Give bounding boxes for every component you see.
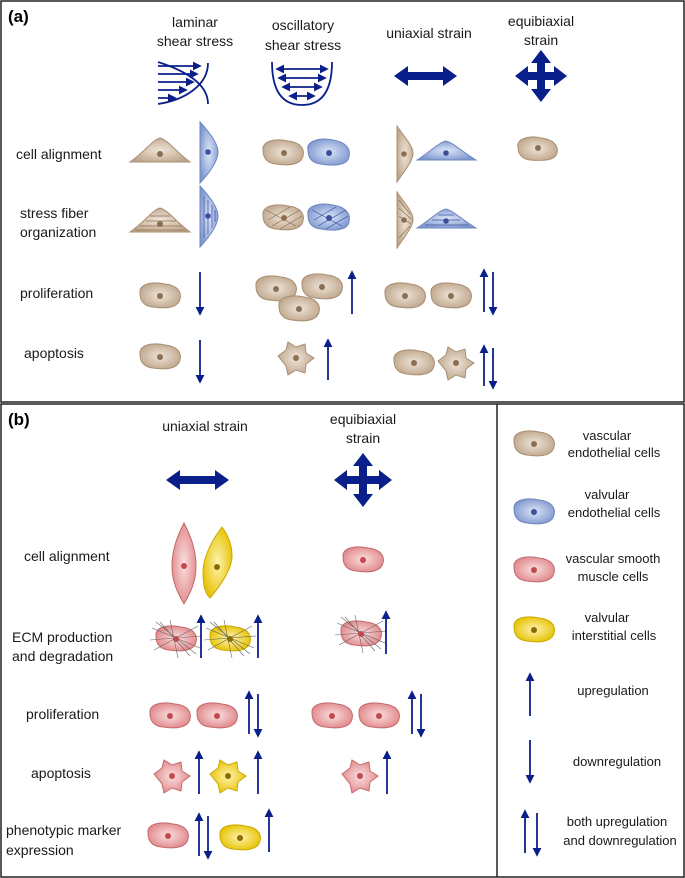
legend-valvular-endothelial-line2: endothelial cells [568, 505, 661, 520]
cell-nucleus [448, 293, 454, 299]
cell-nucleus [531, 627, 537, 633]
legend-vascular-endothelial-line1: vascular [583, 428, 632, 443]
row-proliferation-b: proliferation [26, 706, 99, 722]
row-phenotypic-line2: expression [6, 842, 74, 858]
stress-fiber-cell-uniaxial-vec [396, 190, 414, 250]
legend-valvular-interstitial-line1: valvular [585, 610, 630, 625]
cell-nucleus [443, 150, 449, 156]
ecm-valvular-interstitial-cell [203, 619, 257, 659]
stress-fiber-cell-laminar-vec [128, 207, 192, 233]
cell-nucleus [531, 441, 537, 447]
cell-nucleus [214, 713, 220, 719]
laminar-shear-icon [157, 61, 209, 105]
col-oscillatory-line1: oscillatory [272, 17, 334, 33]
cell-nucleus [531, 567, 537, 573]
equibiaxial-arrow-icon-a [515, 50, 567, 102]
cell-nucleus [169, 773, 175, 779]
cell-nucleus [165, 833, 171, 839]
cell-nucleus [157, 354, 163, 360]
panel-b-label: (b) [8, 410, 30, 429]
row-cell-alignment-b: cell alignment [24, 548, 110, 564]
cell-nucleus [157, 151, 163, 157]
cell-nucleus [326, 150, 332, 156]
oscillatory-shear-icon [271, 61, 333, 106]
legend-upregulation-label: upregulation [577, 683, 649, 698]
cell-nucleus [167, 713, 173, 719]
row-stress-fiber-line1: stress fiber [20, 205, 89, 221]
cell-nucleus [453, 360, 459, 366]
cell-nucleus [360, 557, 366, 563]
cell-nucleus [205, 149, 211, 155]
legend-both-line1: both upregulation [567, 814, 667, 829]
cell-nucleus [319, 284, 325, 290]
legend-downregulation-label: downregulation [573, 754, 661, 769]
col-uniaxial: uniaxial strain [386, 25, 472, 41]
cell-nucleus [214, 564, 220, 570]
legend-both-line2: and downregulation [563, 833, 676, 848]
cell-nucleus [296, 306, 302, 312]
panel-b-frame [0, 403, 685, 878]
cell-nucleus [402, 293, 408, 299]
row-phenotypic-line1: phenotypic marker [6, 822, 122, 838]
uniaxial-arrow-icon-b [166, 470, 229, 490]
cell-nucleus [293, 355, 299, 361]
cell-nucleus [181, 563, 187, 569]
row-proliferation-a: proliferation [20, 285, 93, 301]
cell-nucleus [237, 835, 243, 841]
legend-vascular-endothelial-line2: endothelial cells [568, 445, 661, 460]
cell-nucleus [535, 145, 541, 151]
cell-nucleus [225, 773, 231, 779]
row-cell-alignment-a: cell alignment [16, 146, 102, 162]
stress-fiber-cell-laminar-valve [199, 184, 219, 249]
row-ecm-line1: ECM production [12, 629, 112, 645]
cell-nucleus [329, 713, 335, 719]
col-equibiaxial-line2: strain [524, 32, 558, 48]
equibiaxial-arrow-icon-b [334, 453, 392, 507]
col-equibiaxial-b-line1: equibiaxial [330, 411, 396, 427]
ecm-vascular-smooth-muscle-cell [334, 614, 388, 654]
cell-nucleus [281, 150, 287, 156]
stress-fiber-cell-oscillatory-valve [307, 203, 350, 231]
legend: vascular endothelial cells valvular endo… [513, 428, 677, 857]
panel-a-label: (a) [8, 7, 29, 26]
cell-nucleus [273, 286, 279, 292]
valvular-interstitial-cell-elongated [202, 526, 233, 599]
cell-nucleus [376, 713, 382, 719]
col-uniaxial-b: uniaxial strain [162, 418, 248, 434]
col-oscillatory-line2: shear stress [265, 37, 341, 53]
legend-vascular-smooth-muscle-line2: muscle cells [578, 569, 649, 584]
row-ecm-line2: and degradation [12, 648, 113, 664]
legend-valvular-endothelial-line1: valvular [585, 487, 630, 502]
legend-vascular-smooth-muscle-line1: vascular smooth [566, 551, 661, 566]
cell-nucleus [157, 293, 163, 299]
cell-nucleus [401, 151, 407, 157]
cell-nucleus [357, 773, 363, 779]
stress-fiber-cell-uniaxial-valve [415, 208, 478, 229]
panel-a-frame [0, 0, 685, 403]
col-equibiaxial-b-line2: strain [346, 430, 380, 446]
col-equibiaxial-line1: equibiaxial [508, 13, 574, 29]
legend-valvular-interstitial-line2: interstitial cells [572, 628, 657, 643]
col-laminar-line2: shear stress [157, 33, 233, 49]
cell-nucleus [531, 509, 537, 515]
uniaxial-arrow-icon-a [394, 66, 457, 86]
stress-fiber-cell-oscillatory-vec [262, 204, 304, 231]
row-apoptosis-a: apoptosis [24, 345, 84, 361]
vascular-endothelial-cell-elongated [128, 137, 192, 163]
col-laminar-line1: laminar [172, 14, 218, 30]
ecm-vascular-smooth-muscle-cell [149, 619, 203, 659]
cell-nucleus [411, 360, 417, 366]
row-apoptosis-b: apoptosis [31, 765, 91, 781]
row-stress-fiber-line2: organization [20, 224, 96, 240]
